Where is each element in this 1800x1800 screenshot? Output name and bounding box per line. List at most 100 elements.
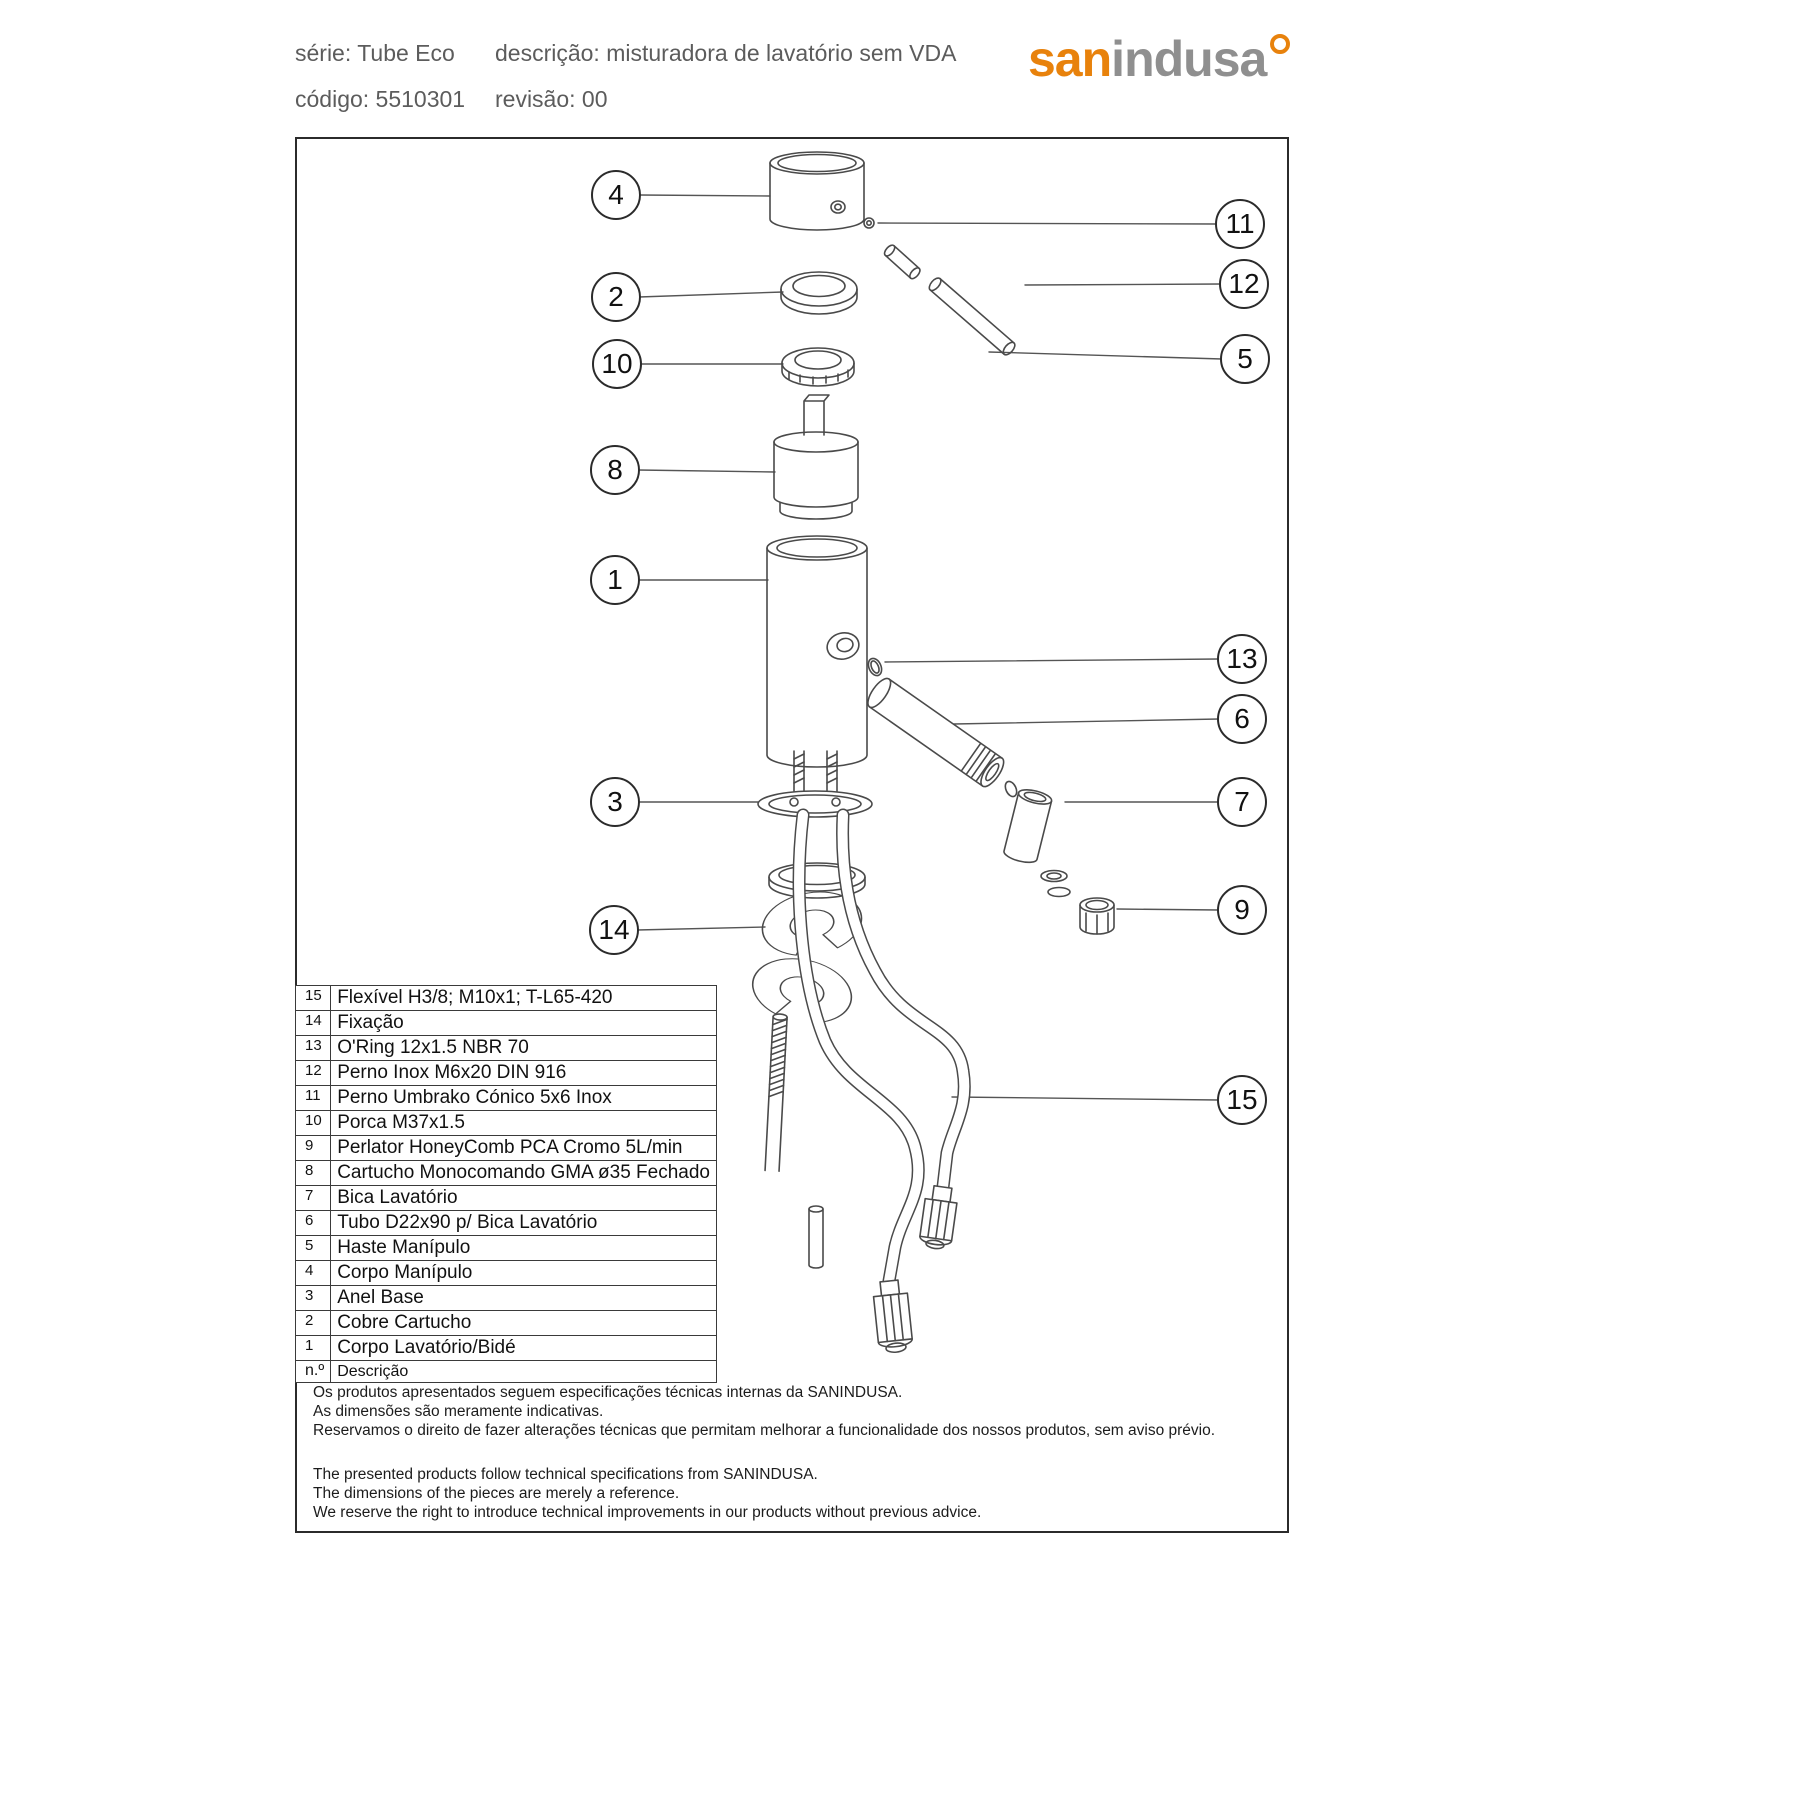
part-11-perno-umbrako [863, 217, 875, 229]
part-description: Cobre Cartucho [330, 1310, 717, 1336]
part-8-cartucho [773, 394, 859, 520]
part-number: 8 [294, 1160, 332, 1186]
part-5-haste-manipulo [928, 277, 1016, 356]
description-label: descrição: misturadora de lavatório sem … [495, 40, 957, 66]
part-number: 15 [294, 985, 332, 1011]
part-description: Flexível H3/8; M10x1; T-L65-420 [330, 985, 717, 1011]
part-15-flexiveis [792, 808, 971, 1354]
part-description: Descrição [330, 1360, 717, 1383]
part-13-oring [867, 657, 883, 677]
callout-3: 3 [590, 777, 640, 827]
part-description: Perno Inox M6x20 DIN 916 [330, 1060, 717, 1086]
part-number: 12 [294, 1060, 332, 1086]
part-number: n.º [294, 1360, 332, 1383]
part-description: Anel Base [330, 1285, 717, 1311]
footer-note-line: We reserve the right to introduce techni… [313, 1504, 982, 1522]
part-number: 7 [294, 1185, 332, 1211]
callout-7: 7 [1217, 777, 1267, 827]
part-description: Corpo Manípulo [330, 1260, 717, 1286]
footer-notes-pt: Os produtos apresentados seguem especifi… [313, 1383, 1273, 1441]
callout-6: 6 [1217, 694, 1267, 744]
part-description: Haste Manípulo [330, 1235, 717, 1261]
footer-note-line: The presented products follow technical … [313, 1465, 818, 1483]
escutcheon-ring [768, 862, 866, 899]
revision-label: revisão: 00 [495, 86, 608, 112]
code-label: código: 5510301 [295, 86, 466, 112]
footer-note-line: Reservamos o direito de fazer alterações… [313, 1422, 1216, 1440]
callout-9: 9 [1217, 885, 1267, 935]
part-number: 14 [294, 1010, 332, 1036]
callout-10: 10 [592, 339, 642, 389]
part-6-tubo-bica [867, 677, 1005, 788]
part-description: Bica Lavatório [330, 1185, 717, 1211]
callout-12: 12 [1219, 259, 1269, 309]
part-12-perno-inox [883, 244, 921, 280]
callout-13: 13 [1217, 634, 1267, 684]
small-sleeve [808, 1205, 824, 1269]
callout-11: 11 [1215, 199, 1265, 249]
threaded-rod [764, 1013, 788, 1173]
footer-note-line: As dimensões são meramente indicativas. [313, 1403, 604, 1421]
part-number: 2 [294, 1310, 332, 1336]
logo-text-indusa: indusa [1111, 31, 1267, 87]
part-description: Cartucho Monocomando GMA ø35 Fechado [330, 1160, 717, 1186]
callout-8: 8 [590, 445, 640, 495]
logo-mark-icon [1270, 34, 1291, 54]
exploded-view-drawing [636, 151, 1223, 1354]
part-number: 13 [294, 1035, 332, 1061]
callout-2: 2 [591, 272, 641, 322]
part-number: 3 [294, 1285, 332, 1311]
callout-14: 14 [589, 905, 639, 955]
part-9-perlator [1079, 897, 1115, 935]
part-description: Corpo Lavatório/Bidé [330, 1335, 717, 1361]
part-3-anel-base [757, 750, 873, 818]
part-number: 11 [294, 1085, 332, 1111]
part-7-bica [1003, 789, 1053, 864]
part-4-corpo-manipulo [769, 151, 865, 231]
part-10-porca [781, 347, 855, 387]
part-number: 1 [294, 1335, 332, 1361]
callout-5: 5 [1220, 334, 1270, 384]
leader-lines [636, 194, 1223, 1101]
part-description: Porca M37x1.5 [330, 1110, 717, 1136]
part-number: 4 [294, 1260, 332, 1286]
sanindusa-logo: sanindusa [1028, 30, 1291, 88]
callout-4: 4 [591, 170, 641, 220]
washers [1040, 869, 1071, 898]
part-description: O'Ring 12x1.5 NBR 70 [330, 1035, 717, 1061]
footer-notes: Os produtos apresentados seguem especifi… [313, 1383, 1273, 1522]
part-1-corpo-lavatorio [766, 535, 868, 768]
part-description: Perno Umbrako Cónico 5x6 Inox [330, 1085, 717, 1111]
part-description: Tubo D22x90 p/ Bica Lavatório [330, 1210, 717, 1236]
part-number: 6 [294, 1210, 332, 1236]
footer-notes-en: The presented products follow technical … [313, 1465, 1273, 1523]
part-2-cobre-cartucho [780, 271, 858, 315]
footer-note-line: Os produtos apresentados seguem especifi… [313, 1384, 903, 1401]
series-label: série: Tube Eco [295, 40, 455, 66]
logo-text-san: san [1028, 31, 1112, 87]
tube-oring [1004, 780, 1018, 798]
part-number: 10 [294, 1110, 332, 1136]
part-description: Perlator HoneyComb PCA Cromo 5L/min [330, 1135, 717, 1161]
part-number: 9 [294, 1135, 332, 1161]
footer-note-line: The dimensions of the pieces are merely … [313, 1484, 680, 1502]
